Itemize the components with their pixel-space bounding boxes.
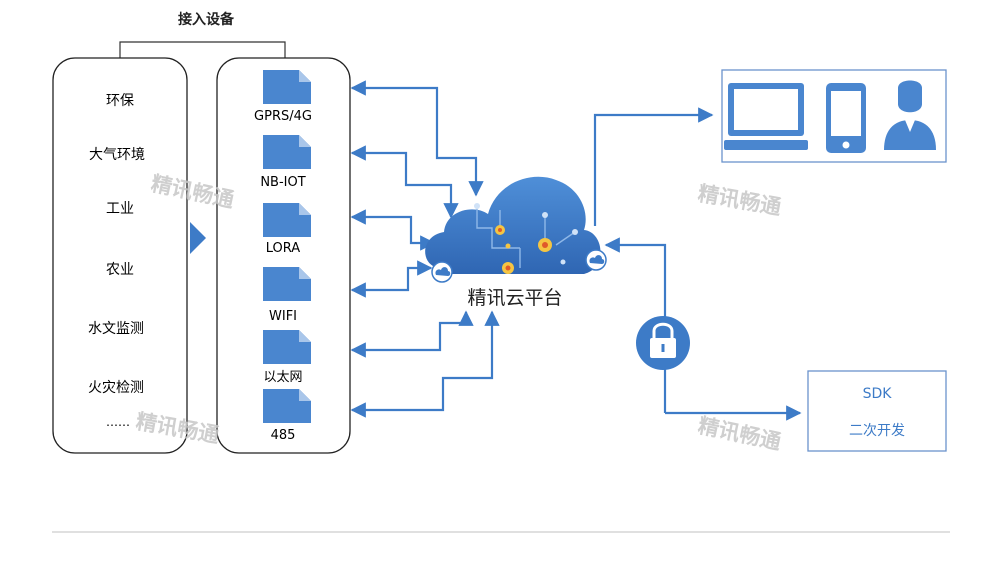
padlock-icon (636, 316, 690, 370)
watermark: 精讯畅通 (696, 181, 783, 219)
document-icon (263, 389, 311, 423)
device-label: 以太网 (263, 370, 302, 385)
cloud-to-terminals-arrow (593, 107, 714, 226)
watermark: 精讯畅通 (149, 171, 236, 212)
header-label: 接入设备 (178, 11, 235, 28)
sdk-box (807, 370, 947, 452)
device-label: GPRS/4G (254, 109, 312, 124)
document-icon (263, 330, 311, 364)
sdk-title: SDK (863, 386, 893, 402)
document-icon (263, 267, 311, 301)
document-icon (263, 203, 311, 237)
document-icon (263, 135, 311, 169)
watermark: 精讯畅通 (134, 409, 221, 447)
header-bracket (119, 41, 286, 58)
smartphone-icon (826, 83, 866, 153)
devices-box (216, 57, 351, 454)
industry-item: 环保 (106, 93, 134, 109)
industry-item: …… (106, 415, 130, 429)
industry-item: 火灾检测 (88, 379, 144, 396)
device-label: LORA (266, 241, 301, 256)
sdk-subtitle: 二次开发 (849, 423, 905, 439)
cloud-icon (425, 176, 607, 283)
pointer-triangle (190, 222, 206, 254)
industry-item: 水文监测 (88, 321, 144, 337)
device-label: WIFI (269, 309, 297, 324)
device-label: 485 (271, 428, 296, 443)
industry-item: 农业 (106, 262, 134, 278)
device-connectors (350, 80, 500, 418)
cloud-label: 精讯云平台 (467, 287, 562, 309)
document-icon (263, 70, 311, 104)
user-icon (884, 80, 936, 150)
industry-item: 大气环境 (89, 147, 145, 163)
terminals-box (721, 69, 947, 163)
device-label: NB-IOT (260, 175, 305, 190)
watermark: 精讯畅通 (696, 413, 783, 454)
industry-item: 工业 (106, 201, 134, 217)
laptop-icon (724, 83, 808, 150)
industries-box (52, 57, 188, 454)
